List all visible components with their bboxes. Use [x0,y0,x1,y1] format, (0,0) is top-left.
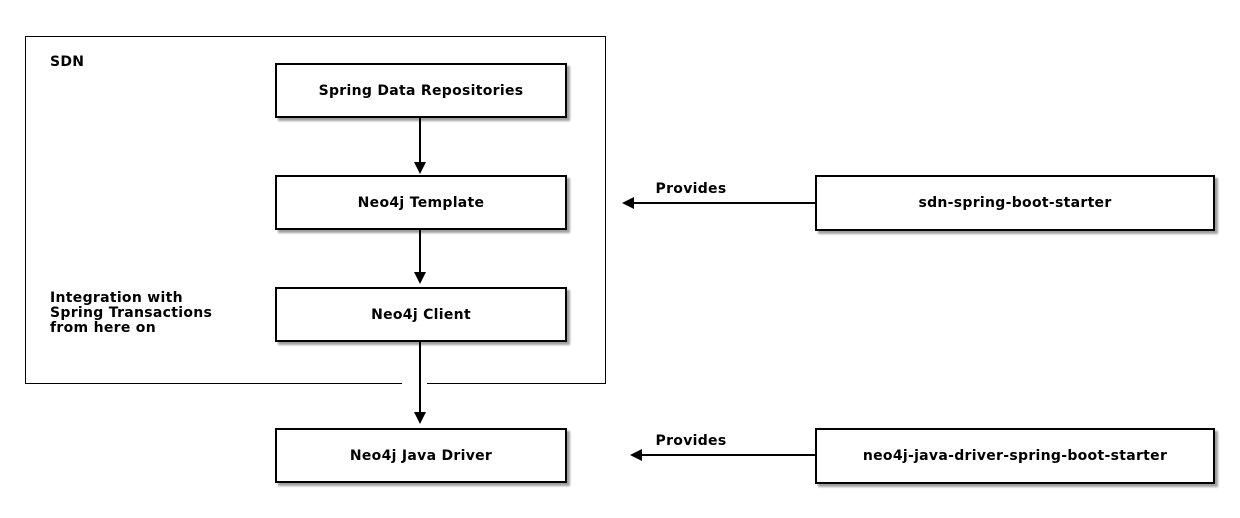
arrow-line [419,118,421,163]
arrow-client-to-java-driver [414,342,426,424]
arrow-line [419,342,421,413]
sdn-border-gap [402,383,427,389]
sdn-container-label: SDN [50,54,85,70]
arrow-line [419,230,421,273]
node-label: Neo4j Template [357,194,485,211]
node-neo4j-java-driver: Neo4j Java Driver [275,428,567,483]
node-label: Neo4j Client [371,306,471,323]
node-neo4j-client: Neo4j Client [275,287,567,342]
node-label: Neo4j Java Driver [349,447,493,464]
sdn-container [25,36,606,384]
arrow-template-to-client [414,230,426,284]
provides-label-top: Provides [655,181,727,197]
arrowhead-down-icon [414,412,426,424]
node-neo4j-java-driver-spring-boot-starter: neo4j-java-driver-spring-boot-starter [815,428,1215,484]
node-spring-data-repositories: Spring Data Repositories [275,63,567,118]
provides-label-bottom: Provides [655,433,727,449]
arrowhead-down-icon [414,162,426,174]
arrowhead-left-icon [630,449,642,461]
node-label: sdn-spring-boot-starter [918,195,1112,211]
node-sdn-spring-boot-starter: sdn-spring-boot-starter [815,175,1215,231]
node-label: neo4j-java-driver-spring-boot-starter [862,448,1168,464]
arrow-line [633,202,815,204]
node-neo4j-template: Neo4j Template [275,175,567,230]
arrow-line [641,454,815,456]
arrowhead-down-icon [414,272,426,284]
arrow-driver-starter-provides [630,449,815,461]
arrow-repositories-to-template [414,118,426,174]
spring-transactions-note: Integration with Spring Transactions fro… [50,290,213,336]
arrow-sdn-starter-provides [622,197,815,209]
node-label: Spring Data Repositories [318,82,524,99]
arrowhead-left-icon [622,197,634,209]
